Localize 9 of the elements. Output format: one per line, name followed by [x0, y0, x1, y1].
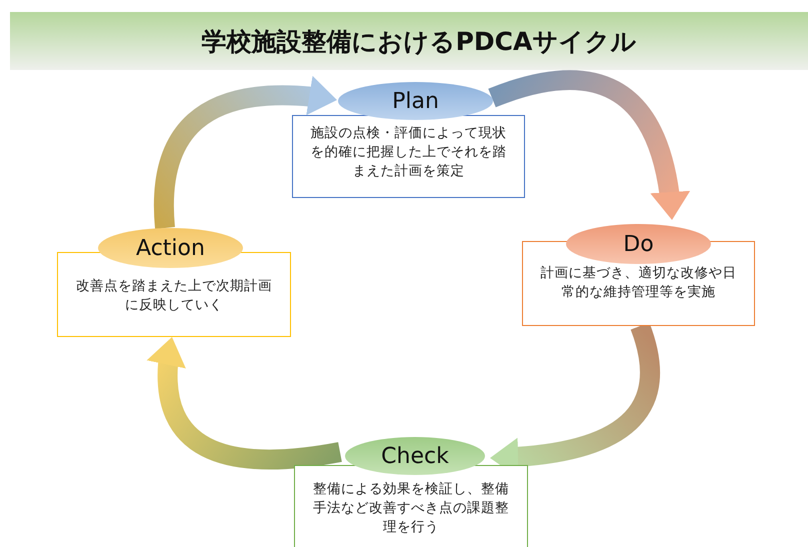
description-box: 整備による効果を検証し、整備手法など改善すべき点の課題整理を行う: [294, 465, 528, 547]
cycle-arrow: [148, 335, 342, 470]
phase-ellipse: Plan: [338, 82, 493, 120]
title: 学校施設整備におけるPDCAサイクル: [202, 26, 636, 58]
cycle-arrow: [488, 70, 690, 222]
description-box: 施設の点検・評価によって現状を的確に把握した上でそれを踏まえた計画を策定: [292, 115, 525, 198]
phase-ellipse: Do: [566, 224, 711, 264]
phase-ellipse: Check: [345, 437, 485, 475]
cycle-arrow: [154, 76, 338, 228]
